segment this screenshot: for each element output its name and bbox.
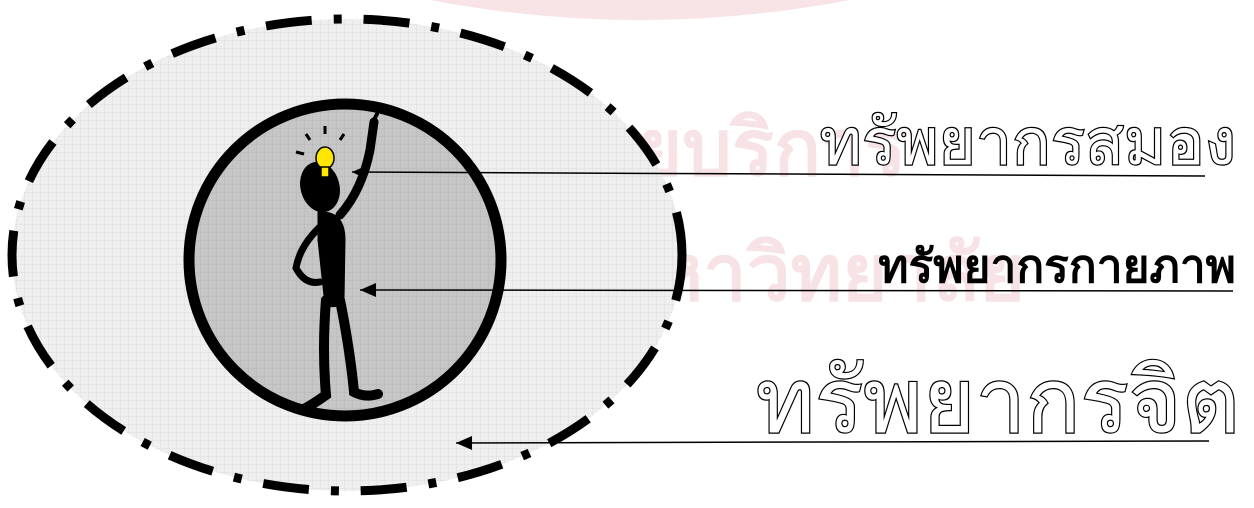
label-brain-resources: ทรัพยากรสมอง xyxy=(820,106,1236,180)
watermark-seal xyxy=(430,0,850,20)
label-physical-resources: ทรัพยากรกายภาพ xyxy=(878,239,1236,293)
label-mind-resources: ทรัพยากรจิต xyxy=(756,349,1240,454)
